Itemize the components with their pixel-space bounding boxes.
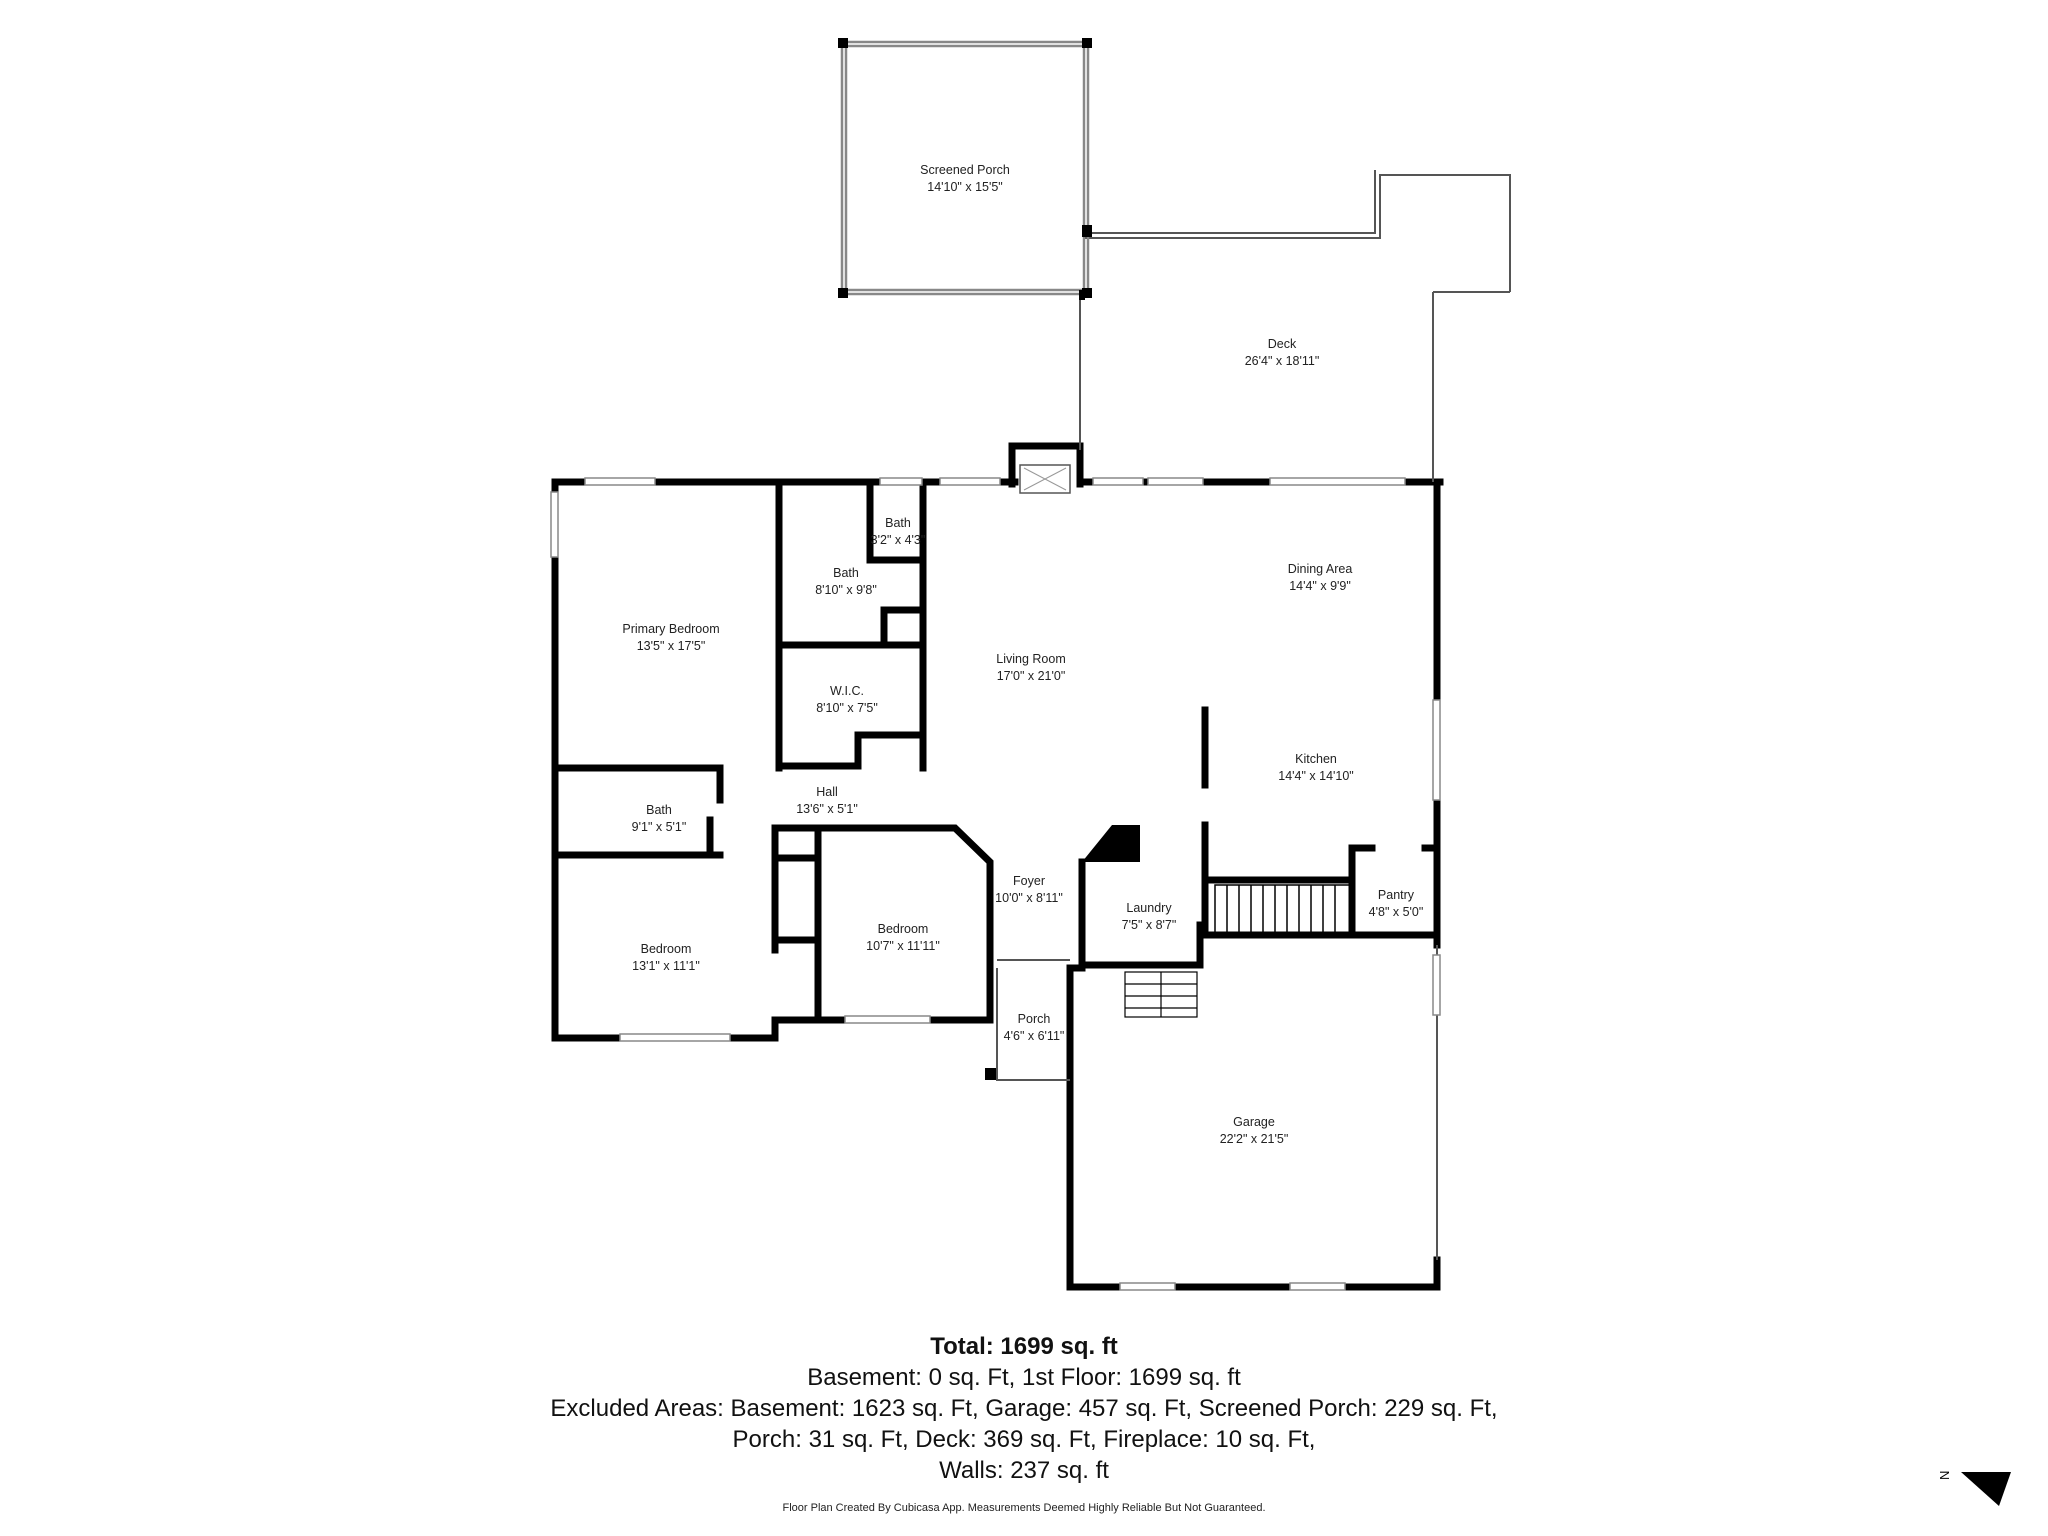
interior-wall-pantry <box>1348 844 1441 939</box>
screened-porch-frame <box>840 40 1090 296</box>
room-dims: 14'10" x 15'5" <box>927 180 1003 194</box>
interior-wall-wic-bottom <box>775 731 927 772</box>
room-dims: 4'6" x 6'11" <box>1003 1029 1065 1043</box>
room-screened-porch: Screened Porch 14'10" x 15'5" <box>920 162 1010 196</box>
garage-stairs-icon <box>1124 971 1198 1018</box>
room-name: Garage <box>1233 1115 1275 1129</box>
total-area: Total: 1699 sq. ft <box>930 1333 1118 1360</box>
room-hall: Hall 13'6" x 5'1" <box>796 784 858 818</box>
room-name: Kitchen <box>1295 752 1337 766</box>
window <box>550 491 559 558</box>
room-name: Hall <box>816 785 838 799</box>
room-bedroom-2: Bedroom 10'7" x 11'11" <box>866 921 940 955</box>
room-dims: 14'4" x 14'10" <box>1278 769 1354 783</box>
window <box>584 477 656 486</box>
room-dims: 17'0" x 21'0" <box>996 669 1066 683</box>
room-dims: 3'2" x 4'3" <box>870 533 926 547</box>
deck-outline <box>1079 174 1511 482</box>
porch-post <box>985 1068 997 1080</box>
room-bath-hall: Bath 9'1" x 5'1" <box>632 802 687 836</box>
walls <box>551 442 1444 1291</box>
interior-wall-small-bath <box>866 481 927 564</box>
interior-wall-closet <box>880 606 927 649</box>
room-name: Living Room <box>996 652 1066 666</box>
room-dims: 26'4" x 18'11" <box>1244 354 1320 368</box>
screened-porch-posts <box>838 38 1092 298</box>
interior-wall-hallbath-top <box>551 764 724 804</box>
room-dims: 14'4" x 9'9" <box>1289 579 1351 593</box>
disclaimer: Floor Plan Created By Cubicasa App. Meas… <box>782 1502 1266 1514</box>
interior-wall-kitchen-bottom <box>1201 821 1441 939</box>
room-name: Primary Bedroom <box>622 622 720 636</box>
room-dims: 7'5" x 8'7" <box>1121 918 1177 932</box>
window <box>844 1015 931 1024</box>
room-laundry: Laundry 7'5" x 8'7" <box>1122 900 1177 934</box>
room-name: Deck <box>1267 337 1297 351</box>
window <box>1147 477 1204 486</box>
room-dims: 13'6" x 5'1" <box>796 802 858 816</box>
room-name: Pantry <box>1377 888 1415 902</box>
room-primary-bedroom: Primary Bedroom 13'5" x 17'5" <box>622 621 719 655</box>
room-name: Dining Area <box>1287 562 1353 576</box>
room-bath-small: Bath 3'2" x 4'3" <box>871 515 926 549</box>
window <box>1119 1282 1176 1291</box>
area-breakdown-line-4: Walls: 237 sq. ft <box>939 1457 1109 1484</box>
room-name: Bedroom <box>640 942 692 956</box>
room-dims: 8'10" x 7'5" <box>816 701 878 715</box>
room-bath-primary: Bath 8'10" x 9'8" <box>815 565 877 599</box>
garage-wall <box>1066 964 1441 1291</box>
porch-outline <box>996 968 1070 1081</box>
room-deck: Deck 26'4" x 18'11" <box>1245 336 1320 370</box>
window <box>1289 1282 1346 1291</box>
windows <box>550 477 1441 1291</box>
fireplace <box>1008 442 1084 488</box>
window <box>1432 699 1441 801</box>
interior-wall-laundry <box>1078 858 1204 969</box>
room-pantry: Pantry 4'8" x 5'0" <box>1369 887 1424 921</box>
window <box>879 477 923 486</box>
room-wic: W.I.C. 8'10" x 7'5" <box>816 683 878 717</box>
room-dining-area: Dining Area 14'4" x 9'9" <box>1288 561 1353 595</box>
interior-wall-closet2 <box>771 824 822 1024</box>
room-name: Bedroom <box>877 922 929 936</box>
room-name: Laundry <box>1126 901 1172 915</box>
room-dims: 9'1" x 5'1" <box>631 820 687 834</box>
north-arrow-icon: N <box>1935 1460 2015 1510</box>
room-dims: 13'5" x 17'5" <box>636 639 706 653</box>
room-dims: 8'10" x 9'8" <box>815 583 877 597</box>
stairs-icon <box>1214 884 1351 934</box>
room-dims: 10'7" x 11'11" <box>866 939 940 953</box>
room-bedroom-1: Bedroom 13'1" x 11'1" <box>632 941 700 975</box>
room-name: Bath <box>833 566 859 580</box>
room-name: W.I.C. <box>829 684 865 698</box>
north-label: N <box>1937 1471 1952 1480</box>
room-living-room: Living Room 17'0" x 21'0" <box>996 651 1065 685</box>
room-name: Foyer <box>1013 874 1045 888</box>
laundry-corner-fill <box>1082 825 1140 862</box>
room-dims: 4'8" x 5'0" <box>1368 905 1424 919</box>
room-name: Screened Porch <box>920 163 1010 177</box>
area-breakdown-line-2: Excluded Areas: Basement: 1623 sq. Ft, G… <box>550 1395 1498 1422</box>
window <box>1092 477 1144 486</box>
room-dims: 10'0" x 8'11" <box>995 891 1063 905</box>
window <box>939 477 1001 486</box>
room-name: Porch <box>1017 1012 1051 1026</box>
window <box>1269 477 1406 486</box>
interior-wall-hallbath-bottom <box>551 816 724 859</box>
area-breakdown-line-3: Porch: 31 sq. Ft, Deck: 369 sq. Ft, Fire… <box>732 1426 1316 1453</box>
room-dims: 13'1" x 11'1" <box>632 959 700 973</box>
room-foyer: Foyer 10'0" x 8'11" <box>995 873 1063 907</box>
room-dims: 22'2" x 21'5" <box>1219 1132 1289 1146</box>
room-kitchen: Kitchen 14'4" x 14'10" <box>1278 751 1354 785</box>
window <box>1432 954 1441 1016</box>
room-name: Bath <box>885 516 911 530</box>
room-porch: Porch 4'6" x 6'11" <box>1004 1011 1065 1045</box>
room-garage: Garage 22'2" x 21'5" <box>1220 1114 1289 1148</box>
room-name: Bath <box>646 803 672 817</box>
window <box>619 1033 731 1042</box>
hatched-hearth <box>1023 467 1067 491</box>
deck-inner <box>1085 170 1376 234</box>
area-breakdown-line-1: Basement: 0 sq. Ft, 1st Floor: 1699 sq. … <box>807 1364 1241 1391</box>
